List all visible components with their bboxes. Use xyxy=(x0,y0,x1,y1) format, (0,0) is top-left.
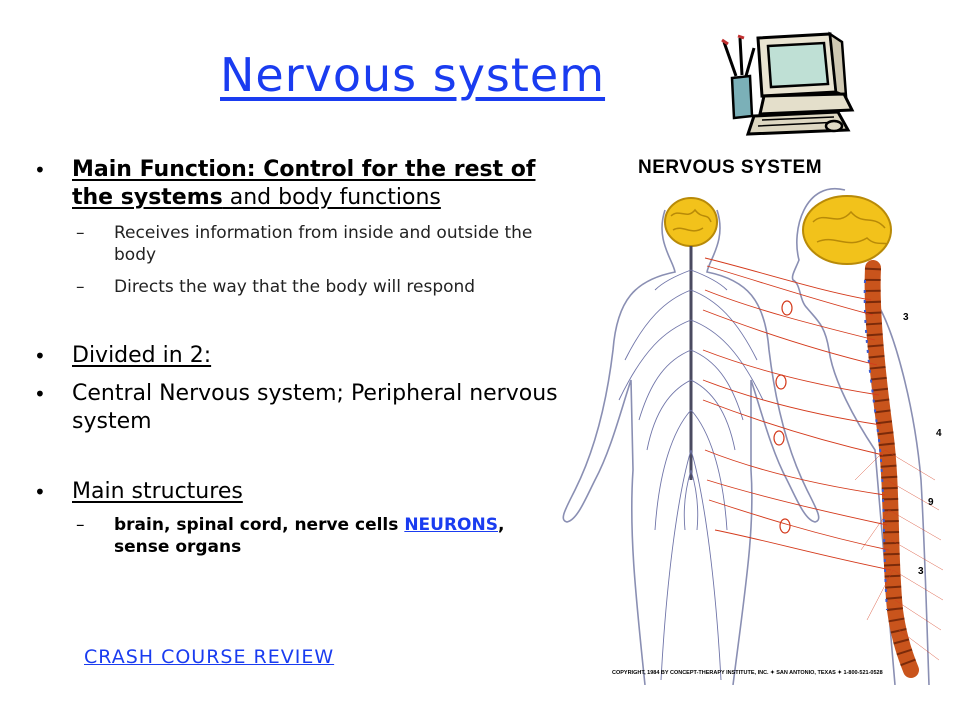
bullet-dot: • xyxy=(34,158,46,182)
divided-text: Divided in 2: xyxy=(72,343,212,368)
sub-bullet-text: Directs the way that the body will respo… xyxy=(114,277,476,297)
bullet-main-structures: • Main structures xyxy=(32,478,562,506)
sub-bullet-text: Receives information from inside and out… xyxy=(114,223,533,265)
sub-bullet-receives: –Receives information from inside and ou… xyxy=(76,223,533,265)
nervous-system-illustration xyxy=(562,187,944,685)
sub-bullet-directs: –Directs the way that the body will resp… xyxy=(76,277,476,297)
structures-text-end: , sense organs xyxy=(114,515,505,557)
figure-copyright: COPYRIGHT, 1984 BY CONCEPT-THERAPY INSTI… xyxy=(612,670,883,676)
bullet-main-function: • Main Function: Control for the rest of… xyxy=(32,156,562,212)
computer-clipart-icon xyxy=(721,31,855,136)
bullet-dot: • xyxy=(34,344,46,368)
sub-bullet-structures: –brain, spinal cord, nerve cells NEURONS… xyxy=(76,515,505,557)
brain-front xyxy=(664,197,718,247)
crash-course-review-link[interactable]: CRASH COURSE REVIEW xyxy=(84,646,335,668)
structures-text: brain, spinal cord, nerve cells xyxy=(114,515,399,535)
neurons-link[interactable]: NEURONS xyxy=(404,515,498,535)
bullet-divided: • Divided in 2: xyxy=(32,342,562,370)
bullet-dot: • xyxy=(34,480,46,504)
central-peripheral-text: Central Nervous system; Peripheral nervo… xyxy=(72,381,558,434)
vertebra-label: 4 xyxy=(936,428,942,439)
slide-title[interactable]: Nervous system xyxy=(220,48,606,102)
bullet-dot: • xyxy=(34,382,46,406)
slide-body: • Main Function: Control for the rest of… xyxy=(32,150,562,558)
main-function-rest: and body functions xyxy=(222,185,441,210)
bullet-central-peripheral: • Central Nervous system; Peripheral ner… xyxy=(32,380,562,436)
figure-title: NERVOUS SYSTEM xyxy=(638,157,823,178)
brain-side xyxy=(802,195,892,265)
vertebra-label: 9 xyxy=(928,497,934,508)
main-function-bold: Main Function: Control for the rest of t… xyxy=(72,157,536,210)
vertebra-label: 3 xyxy=(918,566,924,577)
vertebra-label: 3 xyxy=(903,312,909,323)
main-structures-text: Main structures xyxy=(72,479,243,504)
